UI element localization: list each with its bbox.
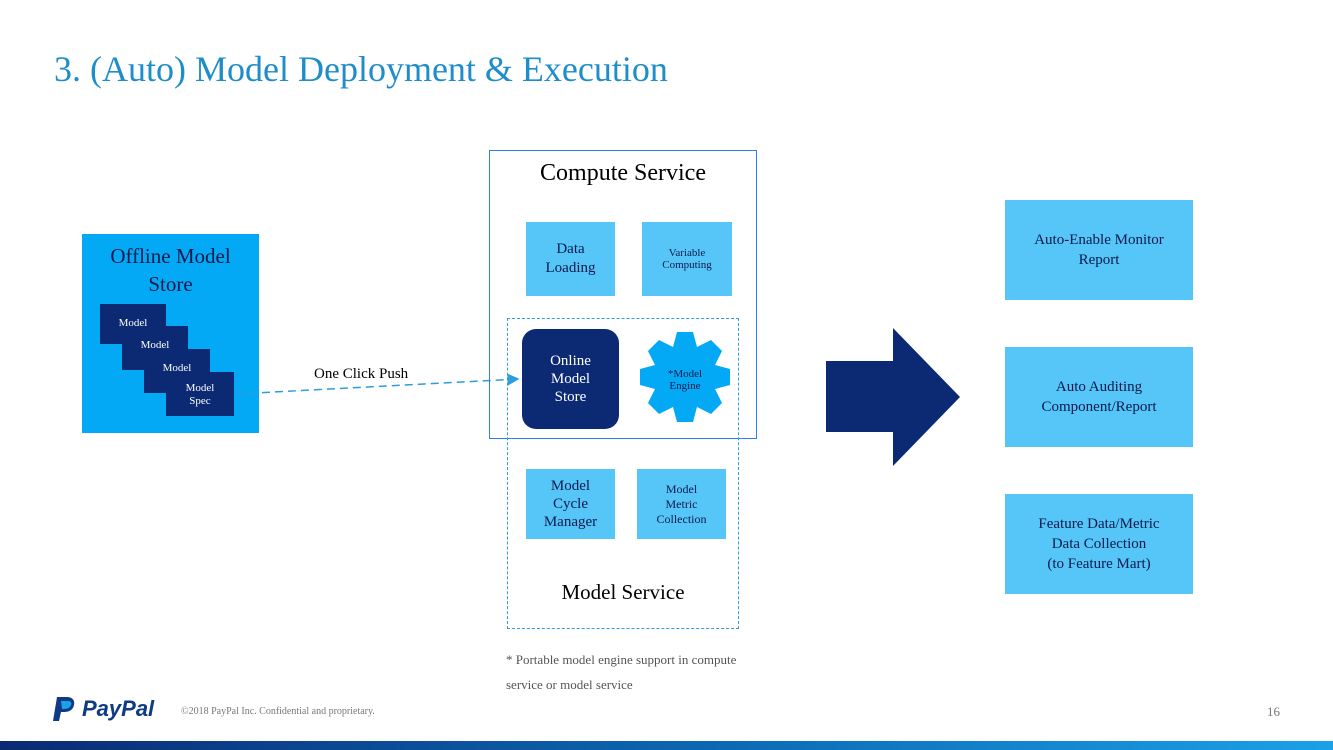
model-engine-line2: Engine: [669, 380, 701, 392]
output-1-line1: Auto-Enable Monitor: [1034, 232, 1164, 248]
auto-enable-monitor-box: Auto-Enable Monitor Report: [1005, 200, 1193, 300]
output-3-line3: (to Feature Mart): [1047, 556, 1151, 572]
model-spec-card: Model Spec: [166, 372, 234, 416]
big-arrow: [826, 328, 960, 466]
offline-store-title: Offline Model Store: [82, 242, 259, 298]
output-3-line2: Data Collection: [1051, 536, 1147, 552]
model-service-title: Model Service: [561, 580, 685, 604]
output-1-line2: Report: [1078, 252, 1120, 268]
push-arrow: [235, 373, 520, 395]
footnote-line2: service or model service: [506, 677, 633, 692]
model-card-3-label: Model: [162, 362, 192, 374]
footer-bar: [0, 741, 1333, 750]
offline-store-title-line2: Store: [148, 272, 193, 296]
model-card-2-label: Model: [140, 339, 170, 351]
offline-store-title-line1: Offline Model: [110, 244, 231, 268]
data-loading-line2: Loading: [545, 260, 596, 276]
offline-model-store: Offline Model Store Model Model Model Mo…: [82, 234, 259, 433]
feature-data-collection-box: Feature Data/Metric Data Collection (to …: [1005, 494, 1193, 594]
compute-service-box: [489, 150, 757, 439]
auto-auditing-box: Auto Auditing Component/Report: [1005, 347, 1193, 447]
model-metric-collection-box: Model Metric Collection: [637, 469, 726, 539]
footnote: * Portable model engine support in compu…: [506, 647, 786, 697]
cycle-line2: Cycle: [553, 496, 588, 512]
paypal-mark-icon: [53, 697, 75, 721]
model-engine-line1: *Model: [667, 368, 703, 380]
online-store-line1: Online: [550, 353, 591, 369]
output-2-line1: Auto Auditing: [1055, 379, 1143, 395]
variable-computing-box: Variable Computing: [642, 222, 732, 296]
variable-computing-line2: Computing: [662, 259, 712, 271]
cycle-line1: Model: [550, 478, 591, 494]
online-store-line2: Model: [550, 371, 591, 387]
compute-service-title: Compute Service: [540, 160, 706, 186]
slide-title: 3. (Auto) Model Deployment & Execution: [54, 49, 668, 89]
model-spec-line2: Spec: [189, 395, 211, 407]
online-store-line3: Store: [554, 389, 587, 405]
model-engine-gear-icon: [640, 332, 730, 422]
footnote-line1: * Portable model engine support in compu…: [506, 652, 737, 667]
paypal-logo-text: PayPal: [82, 696, 155, 721]
metric-line3: Collection: [656, 511, 707, 526]
cycle-line3: Manager: [543, 514, 598, 530]
output-2-line2: Component/Report: [1041, 399, 1157, 415]
paypal-logo: PayPal: [52, 695, 154, 723]
copyright: ©2018 PayPal Inc. Confidential and propr…: [181, 706, 375, 717]
metric-line1: Model: [665, 481, 698, 496]
one-click-push-label: One Click Push: [314, 366, 409, 382]
variable-computing-line1: Variable: [668, 247, 706, 259]
model-cycle-manager-box: Model Cycle Manager: [526, 469, 615, 539]
online-model-store: Online Model Store: [522, 329, 619, 429]
model-service-box: [507, 318, 739, 629]
data-loading-line1: Data: [556, 241, 585, 257]
output-3-line1: Feature Data/Metric: [1038, 516, 1160, 532]
page-number: 16: [1267, 704, 1280, 719]
model-engine-label: *Model Engine: [652, 368, 718, 392]
model-spec-line1: Model: [185, 382, 215, 394]
metric-line2: Metric: [665, 496, 698, 511]
data-loading-box: Data Loading: [526, 222, 615, 296]
